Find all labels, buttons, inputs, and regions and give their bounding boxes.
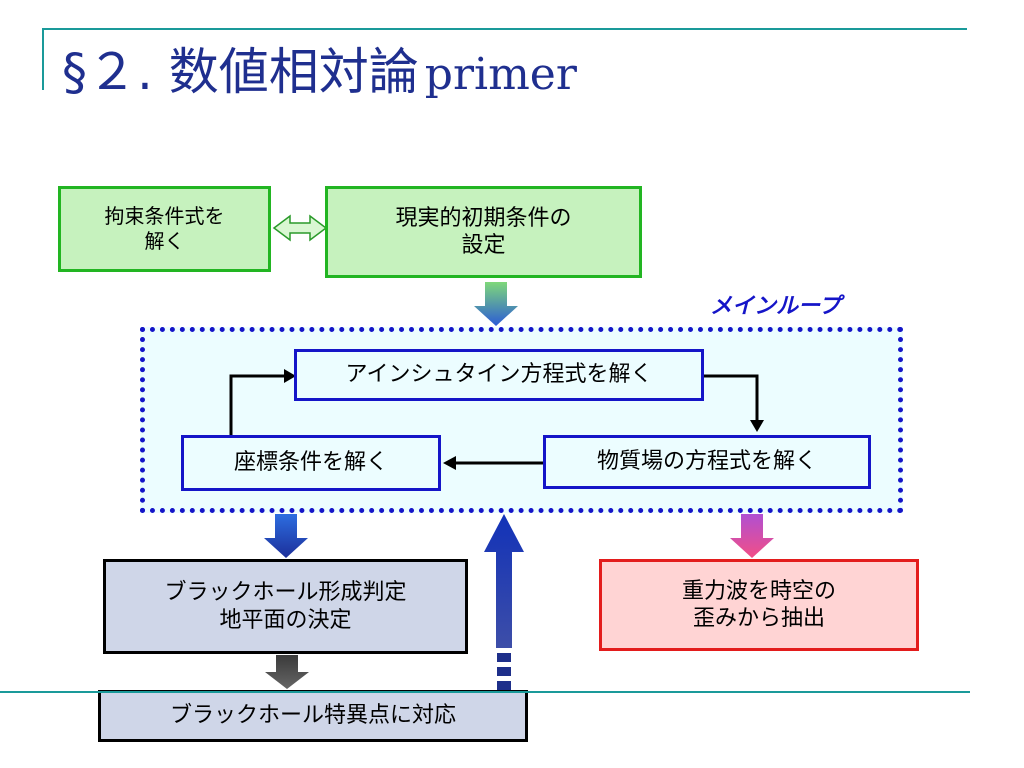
double-arrow <box>272 214 328 242</box>
node-initial-data: 現実的初期条件の 設定 <box>325 186 642 278</box>
bottom-rule <box>0 691 970 693</box>
node-gw-extraction-label: 重力波を時空の 歪みから抽出 <box>681 578 836 632</box>
node-singularity-label: ブラックホール特異点に対応 <box>169 703 456 729</box>
node-singularity: ブラックホール特異点に対応 <box>98 690 528 742</box>
slide-title-en: primer <box>424 49 577 100</box>
arrow-initial-to-loop <box>474 282 518 326</box>
node-constraint: 拘束条件式を 解く <box>58 186 271 272</box>
arrow-einstein-to-matter <box>704 374 759 422</box>
title-tick <box>42 28 44 90</box>
node-gw-extraction: 重力波を時空の 歪みから抽出 <box>599 559 919 651</box>
arrow-bh-to-singularity <box>265 655 309 689</box>
node-matter: 物質場の方程式を解く <box>543 435 871 489</box>
node-coordinate: 座標条件を解く <box>181 435 441 491</box>
arrow-loop-to-bh <box>264 514 308 558</box>
node-matter-label: 物質場の方程式を解く <box>596 449 817 475</box>
node-coordinate-label: 座標条件を解く <box>233 450 388 476</box>
node-bh-formation-label: ブラックホール形成判定 地平面の決定 <box>164 580 407 633</box>
node-einstein: アインシュタイン方程式を解く <box>294 349 704 401</box>
main-loop-label: メインループ <box>710 294 841 319</box>
arrow-singularity-to-loop <box>484 514 524 648</box>
arrow-loop-to-gw <box>730 514 774 558</box>
title-rule <box>42 28 967 30</box>
node-einstein-label: アインシュタイン方程式を解く <box>345 362 653 388</box>
arrow-coordinate-to-einstein <box>229 374 288 435</box>
node-constraint-label: 拘束条件式を 解く <box>104 204 225 253</box>
node-initial-data-label: 現実的初期条件の 設定 <box>395 205 572 259</box>
slide-title-jp: §２. 数値相対論 <box>62 43 419 101</box>
node-bh-formation: ブラックホール形成判定 地平面の決定 <box>103 559 468 654</box>
